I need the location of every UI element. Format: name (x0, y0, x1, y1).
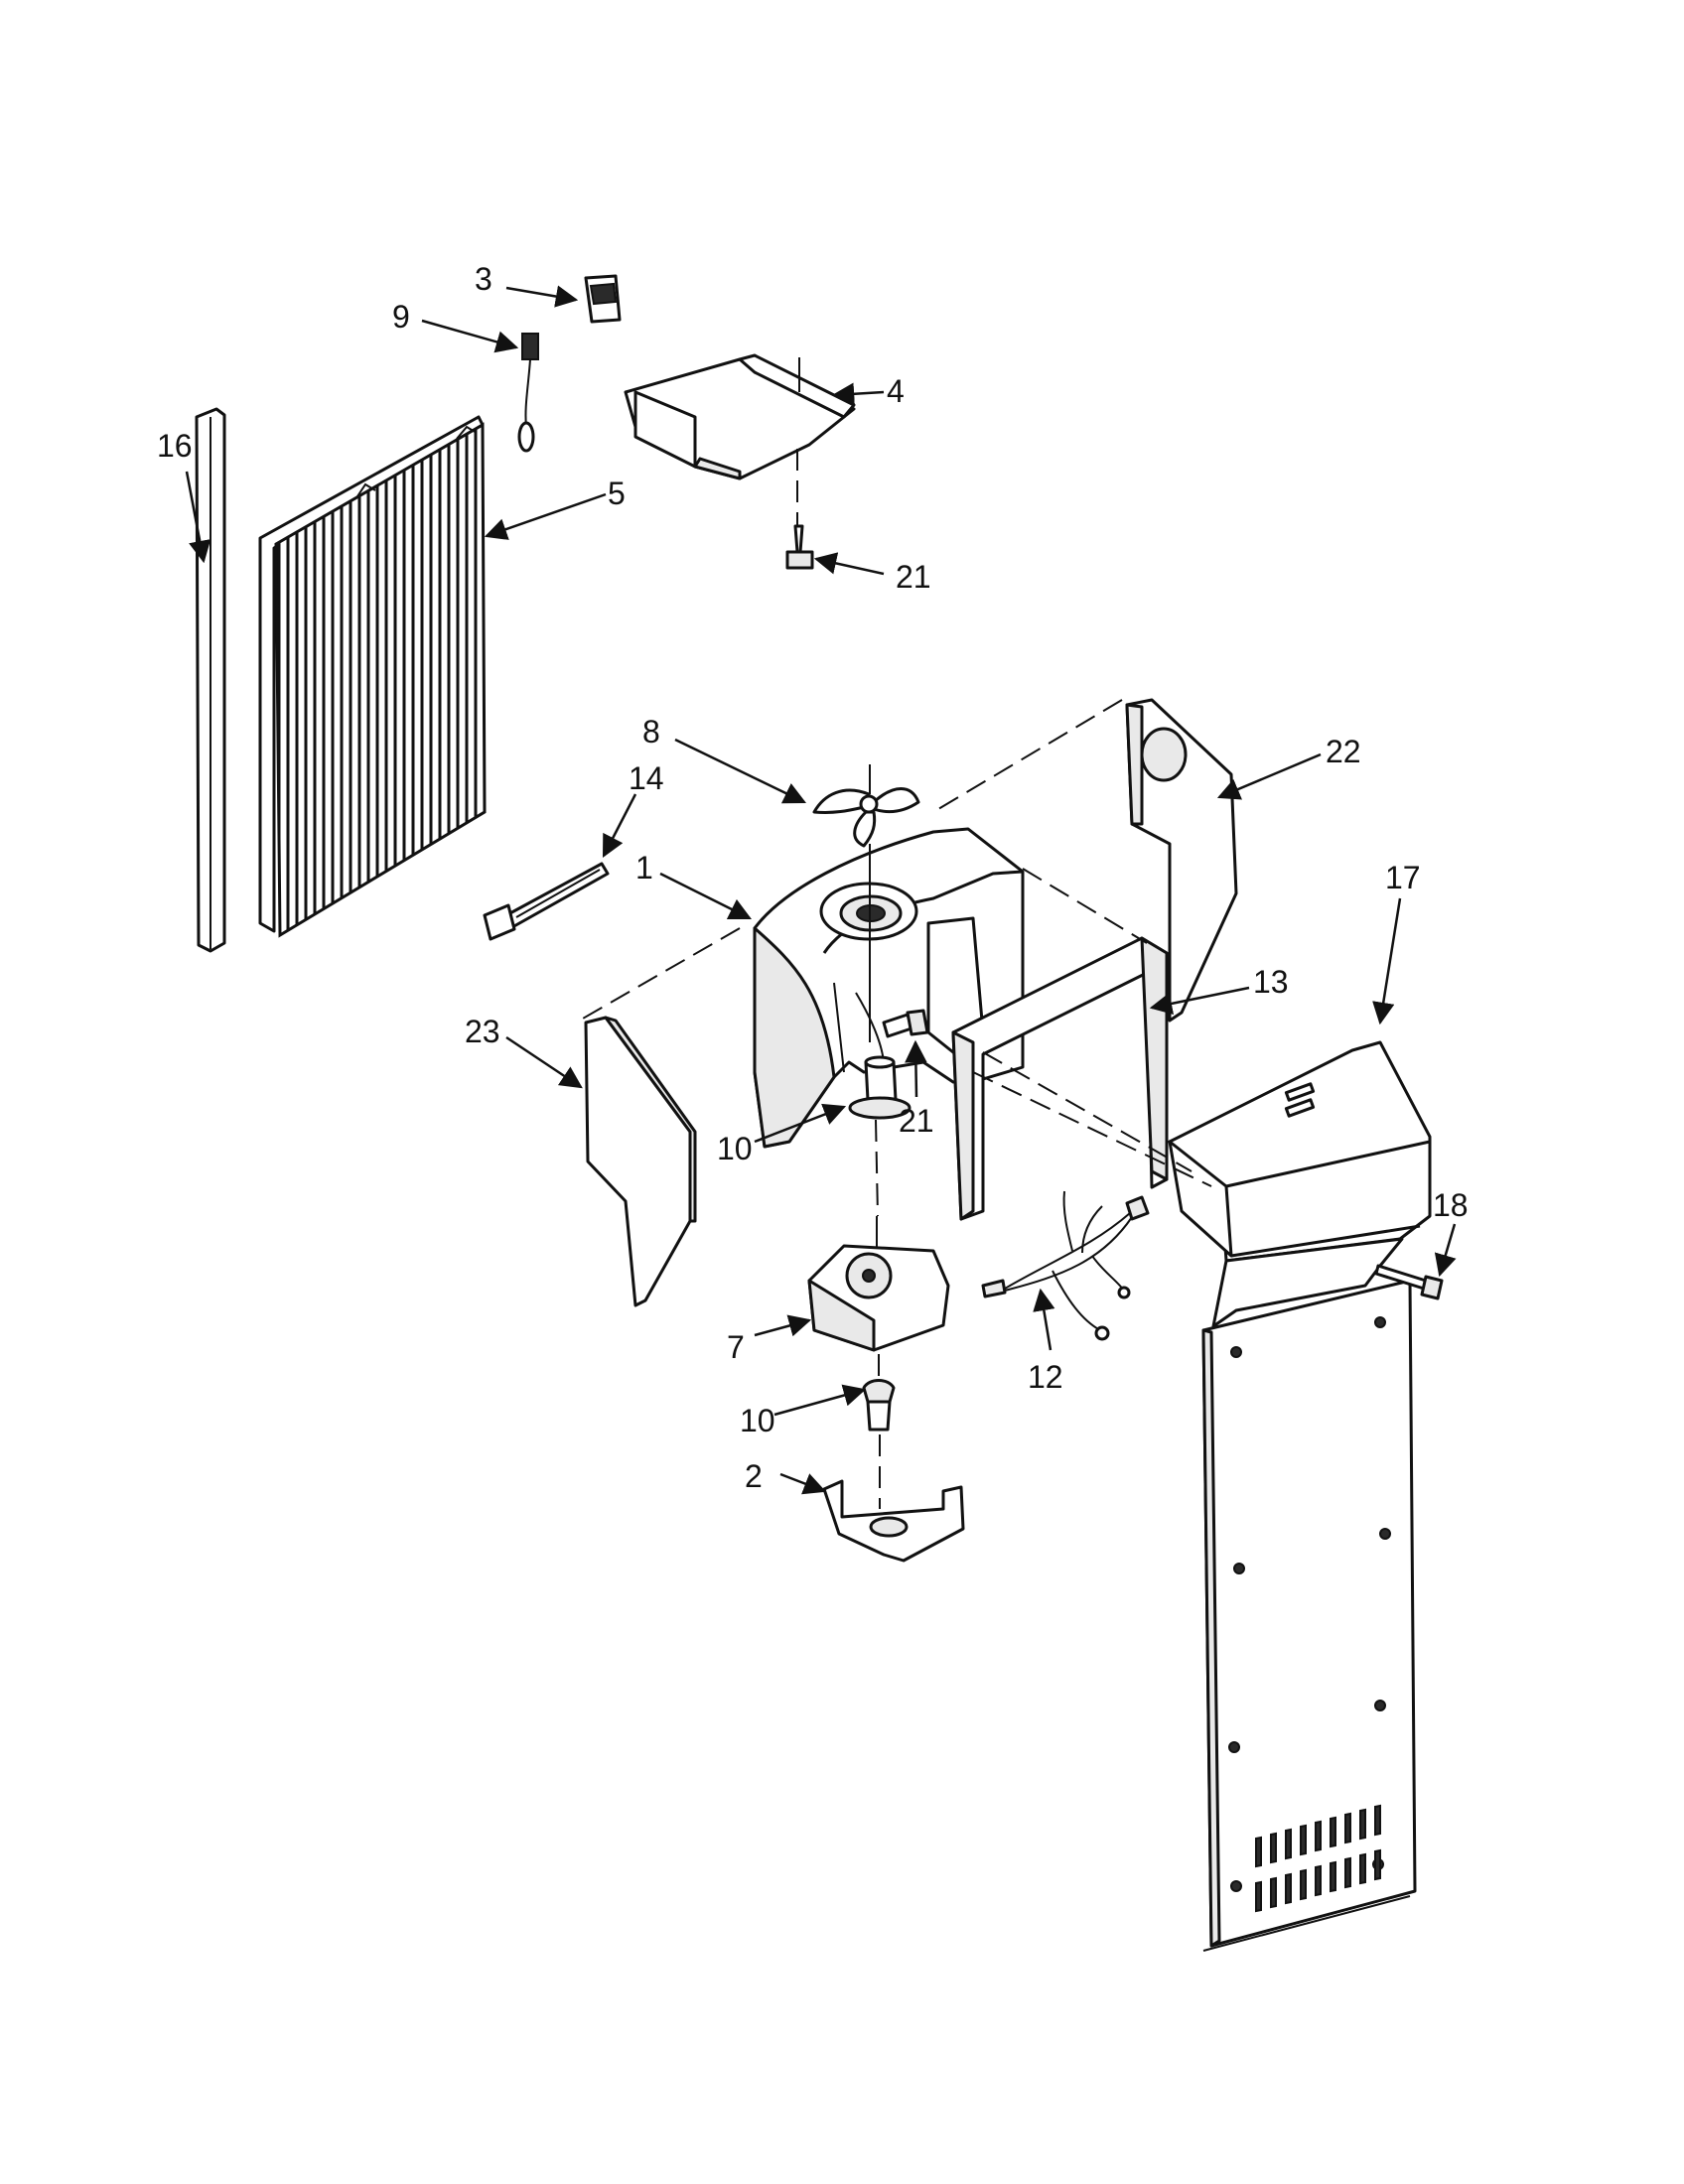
callout-22: 22 (1326, 734, 1361, 769)
callout-16: 16 (157, 428, 193, 464)
part-16-strip (195, 407, 226, 953)
part-17-cover (1168, 1040, 1432, 1952)
part-23-side-panel (584, 1016, 697, 1307)
callout-23: 23 (465, 1014, 500, 1049)
part-9-sensor (517, 333, 539, 453)
callout-18: 18 (1433, 1187, 1469, 1223)
part-18-screw (1374, 1264, 1444, 1300)
callout-14: 14 (629, 760, 664, 796)
callout-9: 9 (392, 299, 410, 335)
callout-5: 5 (608, 476, 626, 511)
vent-slots (1255, 1804, 1381, 1913)
callout-8: 8 (642, 714, 660, 750)
part-4-bracket (624, 353, 856, 480)
part-8-fan-blade (812, 764, 920, 848)
part-5-evaporator (258, 415, 487, 938)
part-3-clip (584, 274, 622, 324)
callout-21: 21 (896, 559, 931, 595)
part-21-screw-mid (882, 1009, 929, 1038)
part-22-side-panel (1125, 698, 1238, 1023)
part-2-bracket (822, 1479, 965, 1563)
part-7-fan-motor (807, 1216, 950, 1352)
callout-1: 1 (635, 850, 653, 886)
callout-3: 3 (475, 261, 492, 297)
part-10-grommet-lower (862, 1379, 896, 1432)
callout-13: 13 (1253, 964, 1289, 1000)
part-10-grommet-upper (848, 1055, 912, 1120)
callout-2: 2 (745, 1458, 763, 1494)
part-21-screw-top (785, 524, 814, 570)
callout-4: 4 (887, 373, 905, 409)
alignment-lines (575, 699, 1212, 1187)
callout-21: 21 (899, 1103, 934, 1139)
part-12-harness (981, 1190, 1150, 1341)
callout-17: 17 (1385, 860, 1421, 895)
callout-10: 10 (740, 1403, 775, 1438)
part-14-heater (483, 862, 610, 941)
leader-lines (185, 285, 1457, 1495)
callout-10: 10 (717, 1131, 753, 1166)
callout-12: 12 (1028, 1359, 1063, 1395)
callouts: 3 9 4 16 5 21 8 22 14 1 17 13 23 21 10 1… (157, 261, 1469, 1494)
callout-7: 7 (727, 1329, 745, 1365)
